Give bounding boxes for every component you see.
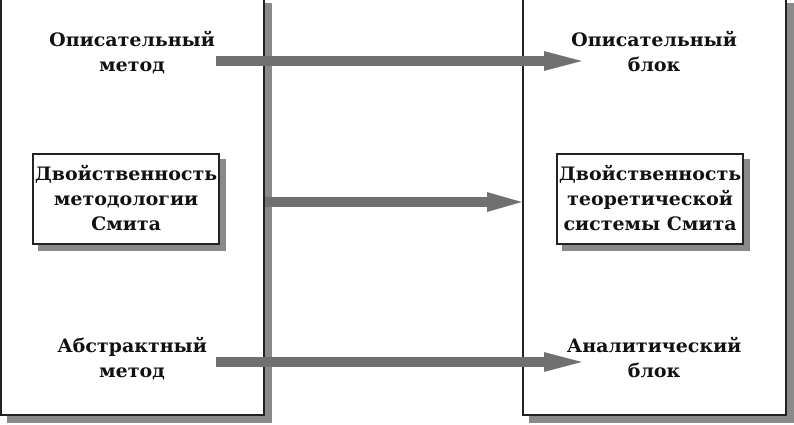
descriptive-method-label: Описательный метод <box>49 29 215 76</box>
descriptive-block-label: Описательный блок <box>571 29 737 76</box>
arrow-top-head <box>544 51 582 71</box>
arrow-top-shaft <box>216 56 544 66</box>
arrow-middle-shaft <box>265 197 487 207</box>
analytical-block-label: Аналитический блок <box>566 335 742 382</box>
arrow-top <box>216 51 582 71</box>
theoretical-system-duality-box: Двойственность теоретической системы Сми… <box>556 153 744 245</box>
methodology-duality-box: Двойственность методологии Смита <box>32 153 220 245</box>
arrow-bottom <box>216 352 582 372</box>
arrow-middle <box>265 192 522 212</box>
arrow-bottom-head <box>544 352 582 372</box>
arrow-middle-head <box>487 192 522 212</box>
right-panel: Описательный блок Двойственность теорети… <box>522 0 787 416</box>
left-panel: Описательный метод Двойственность методо… <box>0 0 265 416</box>
abstract-method-label: Абстрактный метод <box>57 335 207 382</box>
arrow-bottom-shaft <box>216 357 544 367</box>
